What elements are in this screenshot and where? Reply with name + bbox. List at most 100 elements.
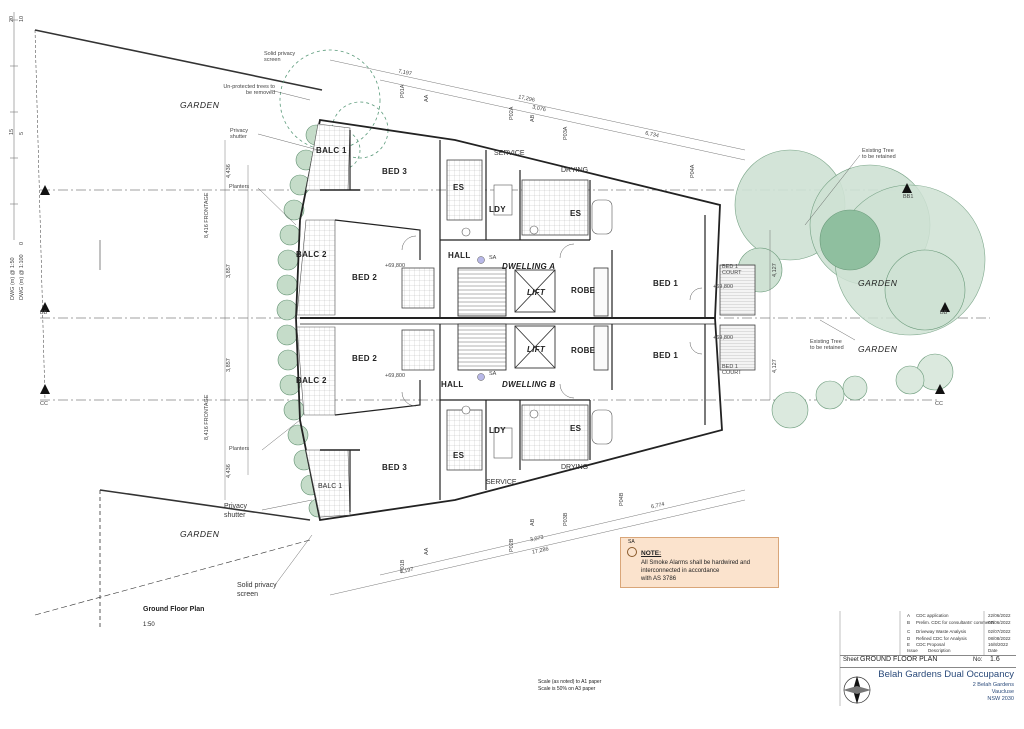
revision-date: 16/8/2022 bbox=[988, 642, 1009, 647]
revision-date: 02/07/2022 bbox=[988, 629, 1011, 634]
project-address: NSW 2030 bbox=[987, 696, 1014, 702]
room-hall-top: HALL bbox=[448, 251, 471, 260]
section-arrows bbox=[40, 183, 950, 394]
room-ldy-bot: LDY bbox=[489, 426, 506, 435]
revision-header-date: Date bbox=[988, 648, 998, 653]
room-drying-top: DRYING bbox=[561, 167, 589, 174]
revision-desc: CDC application bbox=[916, 613, 949, 618]
dimension-label: 3,857 bbox=[226, 358, 232, 372]
smoke-alarms bbox=[477, 256, 485, 381]
room-bed1-court-top: BED 1 COURT bbox=[722, 264, 742, 277]
revision-code: A bbox=[907, 613, 911, 618]
section-marker: P03A bbox=[563, 126, 569, 140]
axis-tick-0: 0 bbox=[19, 241, 25, 245]
annotation-existing-tree: Existing Tree to be retained bbox=[862, 148, 896, 161]
section-marker: CC bbox=[935, 401, 943, 407]
smoke-alarm-label: SA bbox=[489, 255, 497, 261]
party-wall bbox=[300, 317, 715, 325]
leader-lines bbox=[257, 89, 861, 586]
dimension-lines bbox=[224, 59, 771, 596]
section-marker: P04B bbox=[619, 492, 625, 506]
garden-label: GARDEN bbox=[180, 529, 220, 539]
smoke-alarm-icon bbox=[627, 547, 637, 557]
scale-note: Scale (as noted) to A1 paper Scale is 50… bbox=[538, 679, 601, 692]
annotation-solid-privacy-bot: screen bbox=[237, 591, 259, 598]
sheet-label: Sheet bbox=[843, 657, 859, 663]
dimension-label: 4,436 bbox=[226, 164, 232, 178]
axis-label-b: DWG (m) @ 1:100 bbox=[19, 254, 25, 300]
robes bbox=[593, 267, 609, 371]
smoke-alarm-label: SA bbox=[489, 371, 497, 377]
room-balc2-top: BALC 2 bbox=[296, 250, 327, 259]
dimension-label: 4,436 bbox=[226, 464, 232, 478]
section-marker: P02B bbox=[509, 538, 515, 552]
annotation-solid-privacy-top: Solid privacy screen bbox=[264, 51, 296, 64]
annotation-existing-tree: Existing Tree to be retained bbox=[810, 339, 844, 352]
section-marker: AA bbox=[424, 547, 430, 555]
project-address: Vaucluse bbox=[991, 689, 1014, 695]
room-bed3-top: BED 3 bbox=[382, 167, 408, 176]
sheet-name: GROUND FLOOR PLAN bbox=[860, 656, 938, 663]
stairs-lift bbox=[457, 267, 556, 371]
room-hall-bot: HALL bbox=[441, 380, 464, 389]
dimension-label: 8,416 FRONTAGE bbox=[204, 394, 210, 440]
annotation-privacy-shutter-top: Privacy shutter bbox=[230, 128, 249, 141]
garden-label: GARDEN bbox=[180, 100, 220, 110]
section-marker: CC bbox=[40, 401, 48, 407]
room-es-top-2: ES bbox=[570, 209, 582, 218]
project-name: Belah Gardens Dual Occupancy bbox=[878, 669, 1014, 680]
room-balc2-bot: BALC 2 bbox=[296, 376, 327, 385]
title-block-frame bbox=[839, 611, 985, 706]
room-drying-bot: DRYING bbox=[561, 464, 589, 471]
annotation-solid-privacy-bot: Solid privacy bbox=[237, 582, 277, 589]
section-marker: P02A bbox=[509, 106, 515, 120]
axis-tick-15: 15 bbox=[9, 128, 15, 135]
annotation-planters-bot: Planters bbox=[229, 446, 250, 452]
axis-tick-20: 20 bbox=[9, 15, 15, 22]
sheet-no-label: No: bbox=[973, 657, 983, 663]
room-robe-top: ROBE bbox=[571, 286, 596, 295]
revision-desc: Refined CDC for Analysis bbox=[916, 636, 967, 641]
section-marker: P03B bbox=[563, 512, 569, 526]
room-service-bot: SERVICE bbox=[486, 479, 517, 486]
section-marker: BB bbox=[940, 310, 948, 316]
room-bed1-top: BED 1 bbox=[653, 279, 679, 288]
annotation-privacy-shutter-bot: Privacy bbox=[224, 503, 247, 510]
building-outline bbox=[295, 118, 723, 522]
room-dwelling-a: DWELLING A bbox=[502, 262, 556, 271]
plan-title: Ground Floor Plan bbox=[143, 606, 205, 613]
door-swings bbox=[401, 235, 703, 407]
section-marker: AB bbox=[530, 114, 536, 122]
section-marker: P01A bbox=[400, 84, 406, 98]
revision-date: 07/06/2022 bbox=[988, 620, 1011, 625]
dimension-label: 8,416 FRONTAGE bbox=[204, 192, 210, 238]
room-dwelling-b: DWELLING B bbox=[502, 380, 556, 389]
revision-date: 08/08/2022 bbox=[988, 636, 1011, 641]
section-marker: BB bbox=[40, 310, 48, 316]
note-text: All Smoke Alarms shall be hardwired and … bbox=[641, 560, 751, 583]
room-ldy-top: LDY bbox=[489, 205, 506, 214]
room-lift-top: LIFT bbox=[527, 288, 546, 297]
dimension-label: 4,127 bbox=[772, 263, 778, 277]
front-planters bbox=[276, 124, 328, 518]
garden-label: GARDEN bbox=[858, 344, 898, 354]
section-marker: BB1 bbox=[903, 194, 914, 200]
garden-label: GARDEN bbox=[858, 278, 898, 288]
dimension-label: 3,857 bbox=[226, 264, 232, 278]
room-bed1-bot: BED 1 bbox=[653, 351, 679, 360]
annotation-planters-top: Planters bbox=[229, 184, 250, 190]
room-lift-bot: LIFT bbox=[527, 345, 546, 354]
site-boundary bbox=[34, 29, 323, 630]
sheet-row: Sheet GROUND FLOOR PLAN No: 1.6 bbox=[840, 655, 1016, 668]
revision-desc: Prelim. CDC for consultants' comments bbox=[916, 620, 995, 625]
axis-label-a: DWG (m) @ 1:50 bbox=[10, 257, 16, 300]
annotation-unprotected-trees: Un-protected trees to be removed bbox=[223, 84, 275, 97]
left-scale-axis bbox=[10, 12, 18, 240]
revision-date: 22/06/2022 bbox=[988, 613, 1011, 618]
room-bed2-bot: BED 2 bbox=[352, 354, 378, 363]
room-bed3-bot: BED 3 bbox=[382, 463, 408, 472]
room-balc1-bot: BALC 1 bbox=[318, 483, 343, 490]
room-es-top-1: ES bbox=[453, 183, 465, 192]
section-marker: P04A bbox=[690, 164, 696, 178]
